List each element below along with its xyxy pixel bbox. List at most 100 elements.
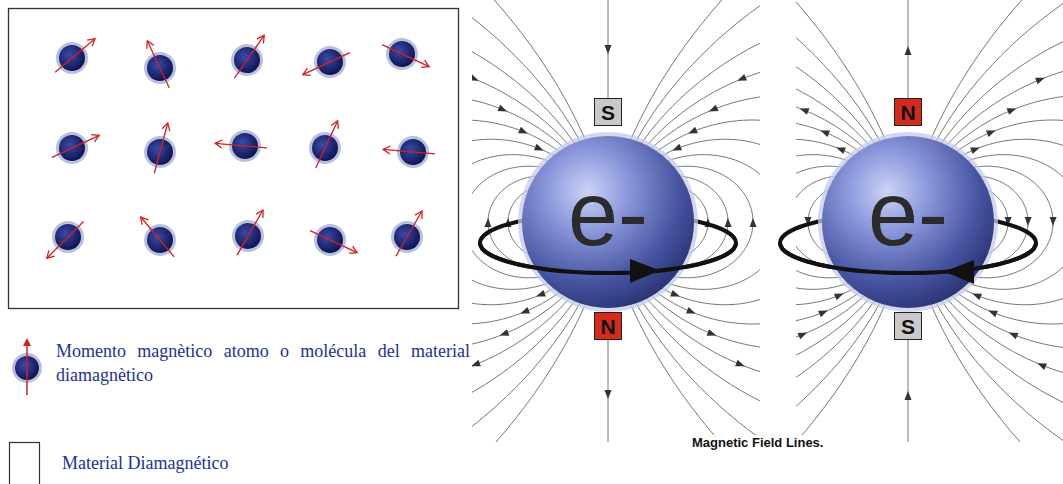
sphere-body — [522, 136, 694, 308]
pole-letter: S — [901, 316, 915, 337]
moment-head — [44, 250, 55, 261]
orbit-arrowhead — [944, 260, 974, 284]
field-arrow — [671, 144, 682, 154]
electron-sphere: e- — [518, 132, 698, 312]
field-arrow — [1035, 75, 1046, 85]
moment-line — [234, 35, 264, 78]
pole-label-box: S — [594, 98, 622, 126]
atom-moment — [138, 214, 178, 259]
sphere-body — [822, 136, 994, 308]
moment-line — [55, 39, 95, 72]
moment-line — [310, 231, 357, 253]
moment-head — [301, 68, 311, 78]
electron-symbol: e- — [868, 169, 948, 259]
moment-arrow — [234, 208, 267, 257]
field-arrow — [834, 290, 845, 300]
moment-arrow — [383, 145, 435, 158]
field-arrow — [1049, 217, 1056, 226]
field-arrow — [987, 307, 998, 317]
atom-moment — [383, 136, 435, 168]
field-arrow — [484, 218, 491, 227]
field-arrow — [605, 45, 612, 54]
moment-head — [349, 246, 359, 256]
field-arrow — [670, 290, 681, 300]
legend-sample-box — [10, 443, 40, 484]
pole-letter: N — [600, 316, 615, 337]
sphere-halo — [818, 132, 998, 312]
moment-line — [382, 45, 429, 67]
field-arrow — [707, 329, 718, 339]
moment-head — [383, 145, 391, 154]
atom-moment — [50, 132, 101, 164]
moment-head — [257, 33, 268, 43]
moment-arrow — [144, 39, 173, 90]
orbit-arrowhead — [630, 259, 660, 283]
moment-arrow — [380, 41, 431, 70]
field-arrow — [905, 46, 912, 55]
caption-label: Magnetic Field Lines. — [690, 435, 825, 451]
field-arrow — [736, 74, 747, 84]
sphere-halo — [518, 132, 698, 312]
atom-moment — [53, 36, 98, 76]
field-arrow — [798, 105, 809, 115]
field-arrow — [472, 74, 480, 84]
field-arrow — [518, 127, 529, 137]
atom-moment — [380, 38, 431, 70]
pole-label-box: N — [594, 312, 622, 340]
moment-line — [147, 41, 169, 88]
moment-line — [303, 53, 350, 75]
atom-moment — [215, 130, 267, 162]
field-arrow — [986, 127, 997, 137]
moment-arrow — [231, 33, 267, 80]
moment-arrow — [50, 132, 101, 161]
moment-head — [256, 208, 266, 218]
moment-arrow — [393, 209, 426, 258]
field-arrow — [835, 144, 846, 154]
moment-head — [415, 209, 425, 219]
moment-line — [154, 123, 167, 173]
moment-arrow — [44, 219, 86, 261]
legend-text: Material Diamagnético — [62, 451, 382, 475]
moment-head — [87, 36, 98, 47]
field-arrow — [1024, 217, 1031, 226]
moment-line — [215, 143, 267, 148]
field-arrow — [735, 360, 746, 370]
atom-moment — [391, 209, 425, 258]
atom-moment — [144, 122, 176, 174]
field-arrow — [1007, 105, 1018, 115]
moment-arrow — [138, 214, 178, 259]
moment-line — [141, 217, 174, 257]
field-lines — [472, 0, 760, 442]
moment-arrow — [215, 139, 267, 152]
field-arrow — [686, 307, 697, 317]
field-arrow — [905, 391, 912, 400]
moment-line — [383, 149, 435, 154]
moment-arrow — [312, 119, 341, 170]
moment-line — [316, 121, 338, 168]
moment-arrow — [150, 122, 171, 174]
field-arrow — [971, 290, 982, 300]
pole-label-box: N — [894, 98, 922, 126]
electron-symbol: e- — [568, 169, 648, 259]
field-arrow — [1036, 360, 1047, 370]
field-arrow — [749, 218, 756, 227]
atom-moment — [44, 219, 86, 261]
moment-head — [138, 214, 149, 225]
atom-moment — [144, 39, 176, 90]
field-arrow — [472, 360, 481, 370]
field-arrow — [519, 307, 530, 317]
moment-head — [162, 122, 172, 131]
legend-sample — [12, 338, 42, 395]
pole-letter: S — [601, 102, 615, 123]
moment-head — [421, 60, 431, 70]
moment-head — [91, 132, 101, 142]
electron-sphere: e- — [818, 132, 998, 312]
field-arrow — [798, 329, 809, 339]
atom-moment — [301, 46, 352, 78]
moment-arrow — [53, 36, 98, 76]
moment-line — [52, 135, 99, 157]
field-lines — [796, 0, 1063, 442]
field-arrow — [687, 127, 698, 137]
legend-text: Momento magnètico atomo o molécula del m… — [56, 339, 470, 388]
moment-line — [47, 221, 84, 258]
